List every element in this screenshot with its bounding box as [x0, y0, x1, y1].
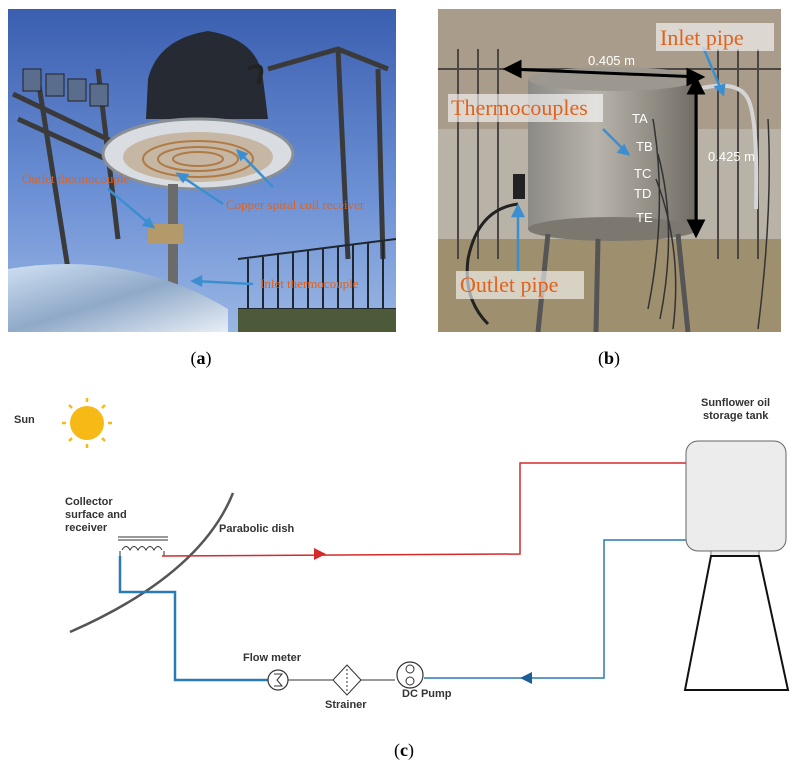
tc-tc-label: TC [634, 166, 651, 181]
thermocouples-label: Thermocouples [451, 95, 588, 120]
schematic-c: Sun Collector surface and receiver Parab… [14, 397, 790, 711]
collector-label-line3: receiver [65, 522, 108, 534]
flow-meter-label: Flow meter [243, 652, 302, 664]
collector-label-line1: Collector [65, 496, 113, 508]
cold-oil-line [118, 556, 268, 682]
cold-flow-arrow [520, 672, 532, 684]
pump-inlet-line [424, 539, 688, 679]
dc-pump-label: DC Pump [402, 688, 452, 700]
caption-c: (c) [394, 740, 414, 760]
parabolic-dish [69, 492, 235, 634]
hot-flow-arrow [314, 548, 326, 560]
tc-te-label: TE [636, 210, 653, 225]
tank-label-line1: Sunflower oil [701, 397, 770, 409]
tank-stand [683, 555, 790, 691]
copper-coil-label: Copper spiral coil receiver [226, 197, 365, 212]
strainer-label: Strainer [325, 699, 367, 711]
photo-b-illustration: Inlet pipe Thermocouples Outlet pipe 0.4… [438, 9, 781, 332]
storage-tank [685, 440, 787, 552]
parabolic-dish-label: Parabolic dish [219, 523, 294, 535]
dc-pump-icon [396, 661, 424, 689]
tc-ta-label: TA [632, 111, 648, 126]
flow-meter-icon [267, 669, 289, 691]
sun-icon [62, 398, 112, 448]
sun-label: Sun [14, 414, 35, 426]
photo-a: Outlet thermocouple Copper spiral coil r… [8, 9, 396, 332]
tc-tb-label: TB [636, 139, 653, 154]
inlet-thermocouple-label: Inlet thermocouple [260, 276, 359, 291]
photo-b: Inlet pipe Thermocouples Outlet pipe 0.4… [438, 9, 781, 332]
strainer-icon [332, 664, 362, 696]
tc-td-label: TD [634, 186, 651, 201]
outlet-pipe-label: Outlet pipe [460, 272, 558, 297]
caption-b: (b) [597, 348, 620, 368]
height-dimension-label: 0.425 m [708, 149, 755, 164]
tank-label-line2: storage tank [703, 410, 769, 422]
collector-label-line2: surface and [65, 509, 127, 521]
photo-a-illustration: Outlet thermocouple Copper spiral coil r… [8, 9, 396, 332]
caption-a: (a) [190, 348, 212, 368]
width-dimension-label: 0.405 m [588, 53, 635, 68]
hot-oil-line [161, 462, 686, 557]
receiver-coil-icon [118, 536, 168, 556]
inlet-pipe-label: Inlet pipe [660, 25, 744, 50]
outlet-thermocouple-label: Outlet thermocouple [22, 171, 129, 186]
